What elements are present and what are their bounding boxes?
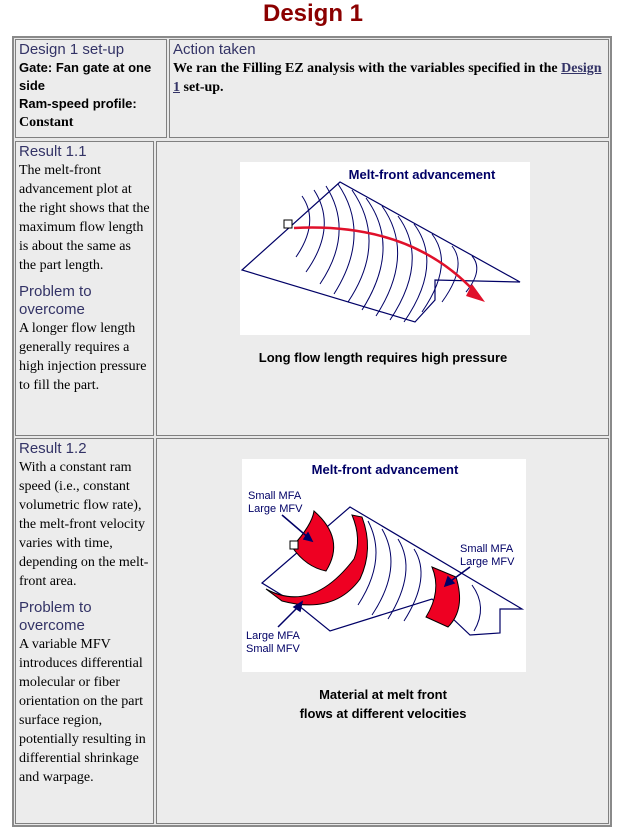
result1-caption: Long flow length requires high pressure bbox=[258, 350, 508, 365]
melt-front-diagram-2: Melt-front advancement Small MFA Large M… bbox=[246, 462, 525, 655]
action-text: We ran the Filling EZ analysis with the … bbox=[173, 59, 605, 97]
flow-arrow-head-1 bbox=[466, 284, 485, 302]
result2-caption-line1: Material at melt front bbox=[319, 687, 447, 702]
label-a1: Small MFA bbox=[248, 490, 302, 502]
melt-front-diagram-1: Melt-front advancement bbox=[240, 167, 521, 323]
page-title: Design 1 bbox=[262, 0, 364, 27]
label-b2: Large MFV bbox=[460, 556, 515, 568]
result2-text-cell: Result 1.2 With a constant ram speed (i.… bbox=[15, 438, 154, 824]
ram-label: Ram-speed profile: bbox=[19, 96, 137, 111]
label-a2: Large MFV bbox=[248, 503, 303, 515]
action-heading: Action taken bbox=[173, 41, 256, 58]
result1-figure-cell: Melt-front advancement Long flow length … bbox=[156, 141, 609, 436]
action-cell: Action taken We ran the Filling EZ analy… bbox=[169, 39, 609, 138]
result1-text-cell: Result 1.1 The melt-front advancement pl… bbox=[15, 141, 154, 436]
setup-cell: Design 1 set-up Gate: Fan gate at one si… bbox=[15, 39, 167, 138]
melt-front-figure-2: Melt-front advancement Small MFA Large M… bbox=[242, 459, 526, 672]
result2-caption-line2: flows at different velocities bbox=[299, 706, 467, 721]
melt-front-figure-1: Melt-front advancement bbox=[240, 162, 530, 335]
result2-text: With a constant ram speed (i.e., constan… bbox=[19, 460, 149, 589]
figure2-labels: Small MFA Large MFV Small MFA Large MFV … bbox=[246, 490, 515, 655]
mfa-region-large-1 bbox=[265, 514, 369, 606]
contours-1 bbox=[295, 183, 478, 323]
figure1-title: Melt-front advancement bbox=[349, 167, 496, 182]
action-text-before: We ran the Filling EZ analysis with the … bbox=[173, 61, 558, 76]
design-table: Design 1 set-up Gate: Fan gate at one si… bbox=[12, 36, 612, 827]
result2-figure-cell: Melt-front advancement Small MFA Large M… bbox=[156, 438, 609, 824]
result2-heading: Result 1.2 bbox=[19, 440, 87, 457]
label-b1: Small MFA bbox=[460, 543, 514, 555]
mfa-region-large-2 bbox=[425, 566, 461, 628]
design-1-link[interactable]: Design 1 bbox=[173, 61, 602, 95]
label-c1: Large MFA bbox=[246, 630, 300, 642]
result2-problem-text: A variable MFV introduces differential m… bbox=[19, 637, 146, 785]
gate-label: Gate: Fan gate at one side bbox=[19, 60, 152, 93]
ram-value: Constant bbox=[19, 115, 74, 130]
result2-caption: Material at melt front flows at differen… bbox=[163, 685, 603, 723]
label-c2: Small MFV bbox=[246, 643, 300, 655]
label-arrows bbox=[277, 514, 471, 628]
gate-marker-2 bbox=[289, 540, 299, 550]
result1-heading: Result 1.1 bbox=[19, 143, 87, 160]
setup-heading: Design 1 set-up bbox=[19, 41, 125, 58]
figure2-title: Melt-front advancement bbox=[312, 462, 459, 477]
flow-arrow-1 bbox=[293, 226, 476, 293]
result1-problem-text: A longer flow length generally requires … bbox=[19, 321, 147, 393]
action-text-after: set-up. bbox=[183, 80, 224, 95]
result1-text: The melt-front advancement plot at the r… bbox=[19, 163, 150, 273]
part-outline-2 bbox=[260, 506, 525, 636]
result1-problem-heading: Problem to overcome bbox=[19, 283, 92, 318]
gate-marker-1 bbox=[283, 219, 293, 229]
part-outline-1 bbox=[240, 181, 521, 323]
contours-2 bbox=[357, 520, 481, 632]
result2-problem-heading: Problem to overcome bbox=[19, 599, 92, 634]
